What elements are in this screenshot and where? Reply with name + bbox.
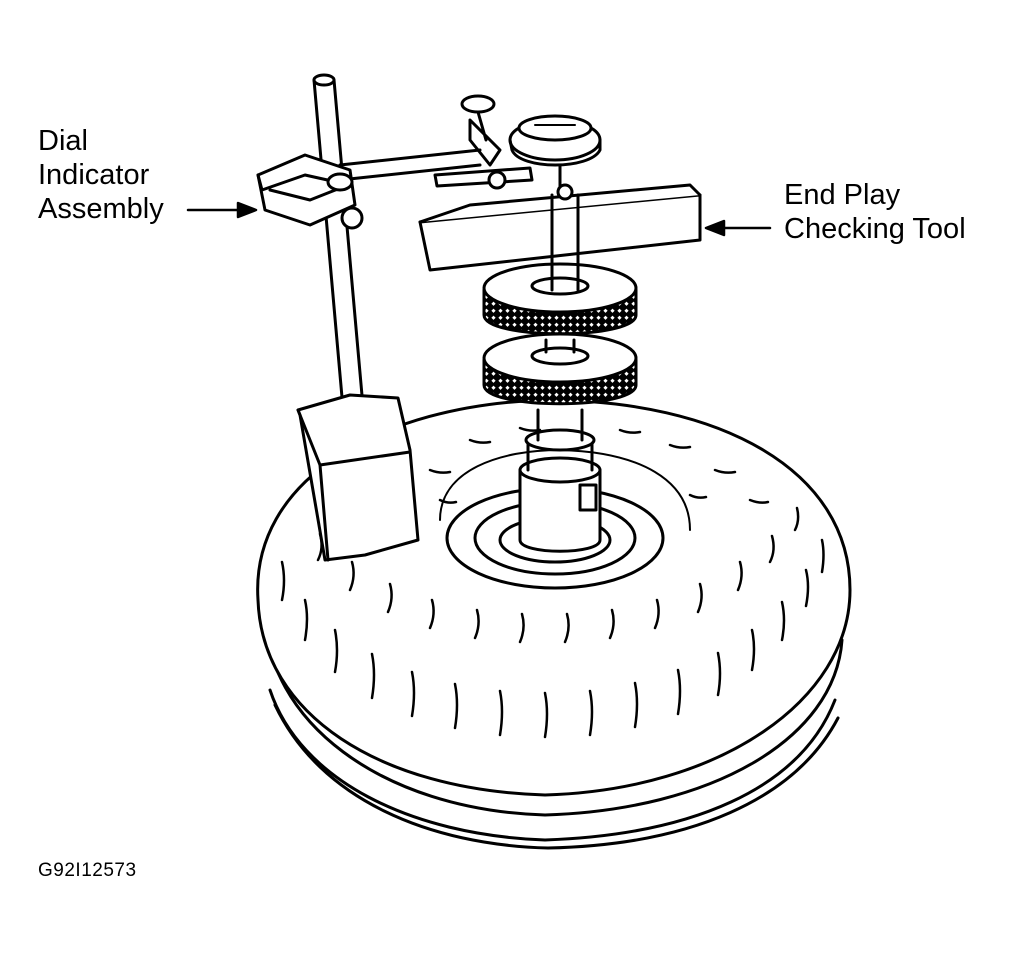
knurled-nuts (482, 262, 638, 406)
end-play-arrowhead-icon (704, 219, 726, 237)
dial-indicator-label-line2: Indicator (38, 159, 150, 191)
magnetic-stand (256, 73, 482, 562)
converter-fin-slots (280, 426, 825, 739)
end-play-checking-tool (418, 183, 702, 292)
dial-indicator-label-line1: Dial (38, 125, 88, 157)
end-play-label: End Play Checking Tool (784, 178, 966, 246)
dial-indicator-label: Dial Indicator Assembly (38, 124, 164, 226)
end-play-label-line2: Checking Tool (784, 213, 966, 245)
figure-code: G92I12573 (38, 860, 137, 881)
indicator-clamp (433, 94, 534, 190)
dial-indicator-gauge (508, 114, 602, 201)
dial-indicator-arrowhead-icon (236, 201, 258, 219)
leader-arrows (186, 201, 772, 237)
end-play-label-line1: End Play (784, 179, 901, 211)
dial-indicator-label-line3: Assembly (38, 193, 164, 225)
converter-hub-shaft (518, 408, 602, 553)
